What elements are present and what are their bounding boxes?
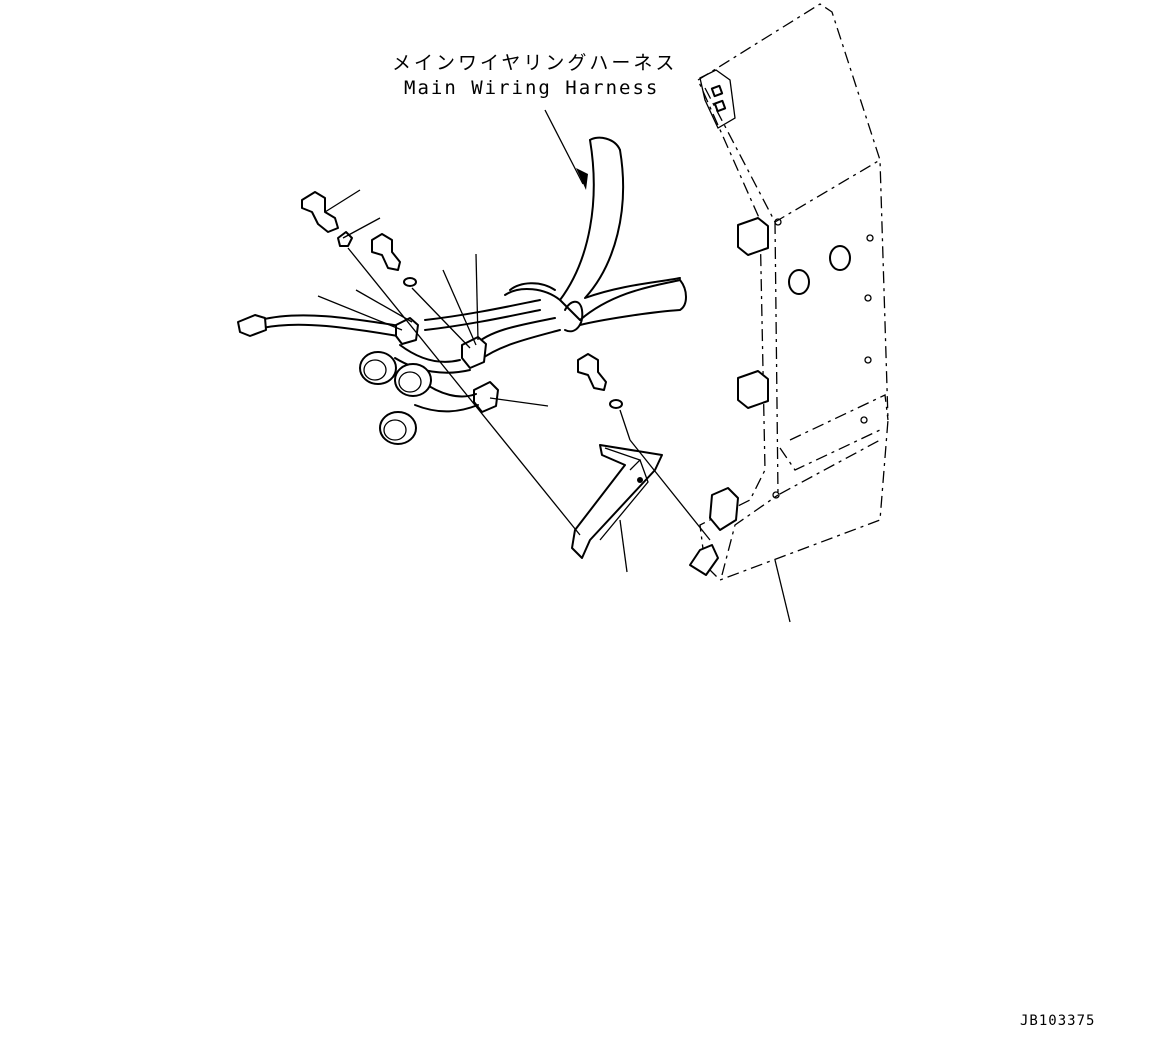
bolt bbox=[577, 353, 607, 391]
bolt bbox=[371, 233, 401, 271]
bolts-and-washers bbox=[301, 191, 623, 409]
slot-hole bbox=[713, 99, 727, 113]
slot-hole bbox=[710, 84, 724, 98]
washer bbox=[609, 399, 623, 409]
grommet bbox=[394, 363, 432, 397]
frame-bracket bbox=[689, 3, 889, 581]
harness-label-en: Main Wiring Harness bbox=[404, 77, 660, 99]
washer bbox=[403, 277, 417, 287]
frame-connector bbox=[689, 544, 719, 576]
main-wiring-harness bbox=[424, 136, 687, 361]
harness-label-jp: メインワイヤリングハーネス bbox=[392, 52, 678, 74]
boss bbox=[829, 245, 851, 271]
leader-lines bbox=[317, 109, 791, 623]
wire-connector bbox=[237, 314, 267, 337]
assembly-lines bbox=[347, 247, 711, 541]
arrowhead bbox=[576, 168, 588, 190]
boss bbox=[788, 269, 810, 295]
grommet bbox=[379, 411, 417, 445]
sensor-wire bbox=[237, 314, 401, 337]
harness-clamps bbox=[395, 317, 499, 413]
clamp bbox=[395, 317, 419, 345]
plate-bracket bbox=[571, 444, 663, 559]
mount-block bbox=[709, 487, 739, 531]
grommet bbox=[359, 351, 397, 385]
clamp bbox=[473, 381, 499, 413]
mount-block bbox=[737, 217, 769, 256]
hex-bolt bbox=[301, 191, 339, 233]
mount-block bbox=[737, 370, 769, 409]
lamp-connectors bbox=[359, 344, 479, 445]
drawing-code: JB103375 bbox=[1020, 1013, 1096, 1029]
